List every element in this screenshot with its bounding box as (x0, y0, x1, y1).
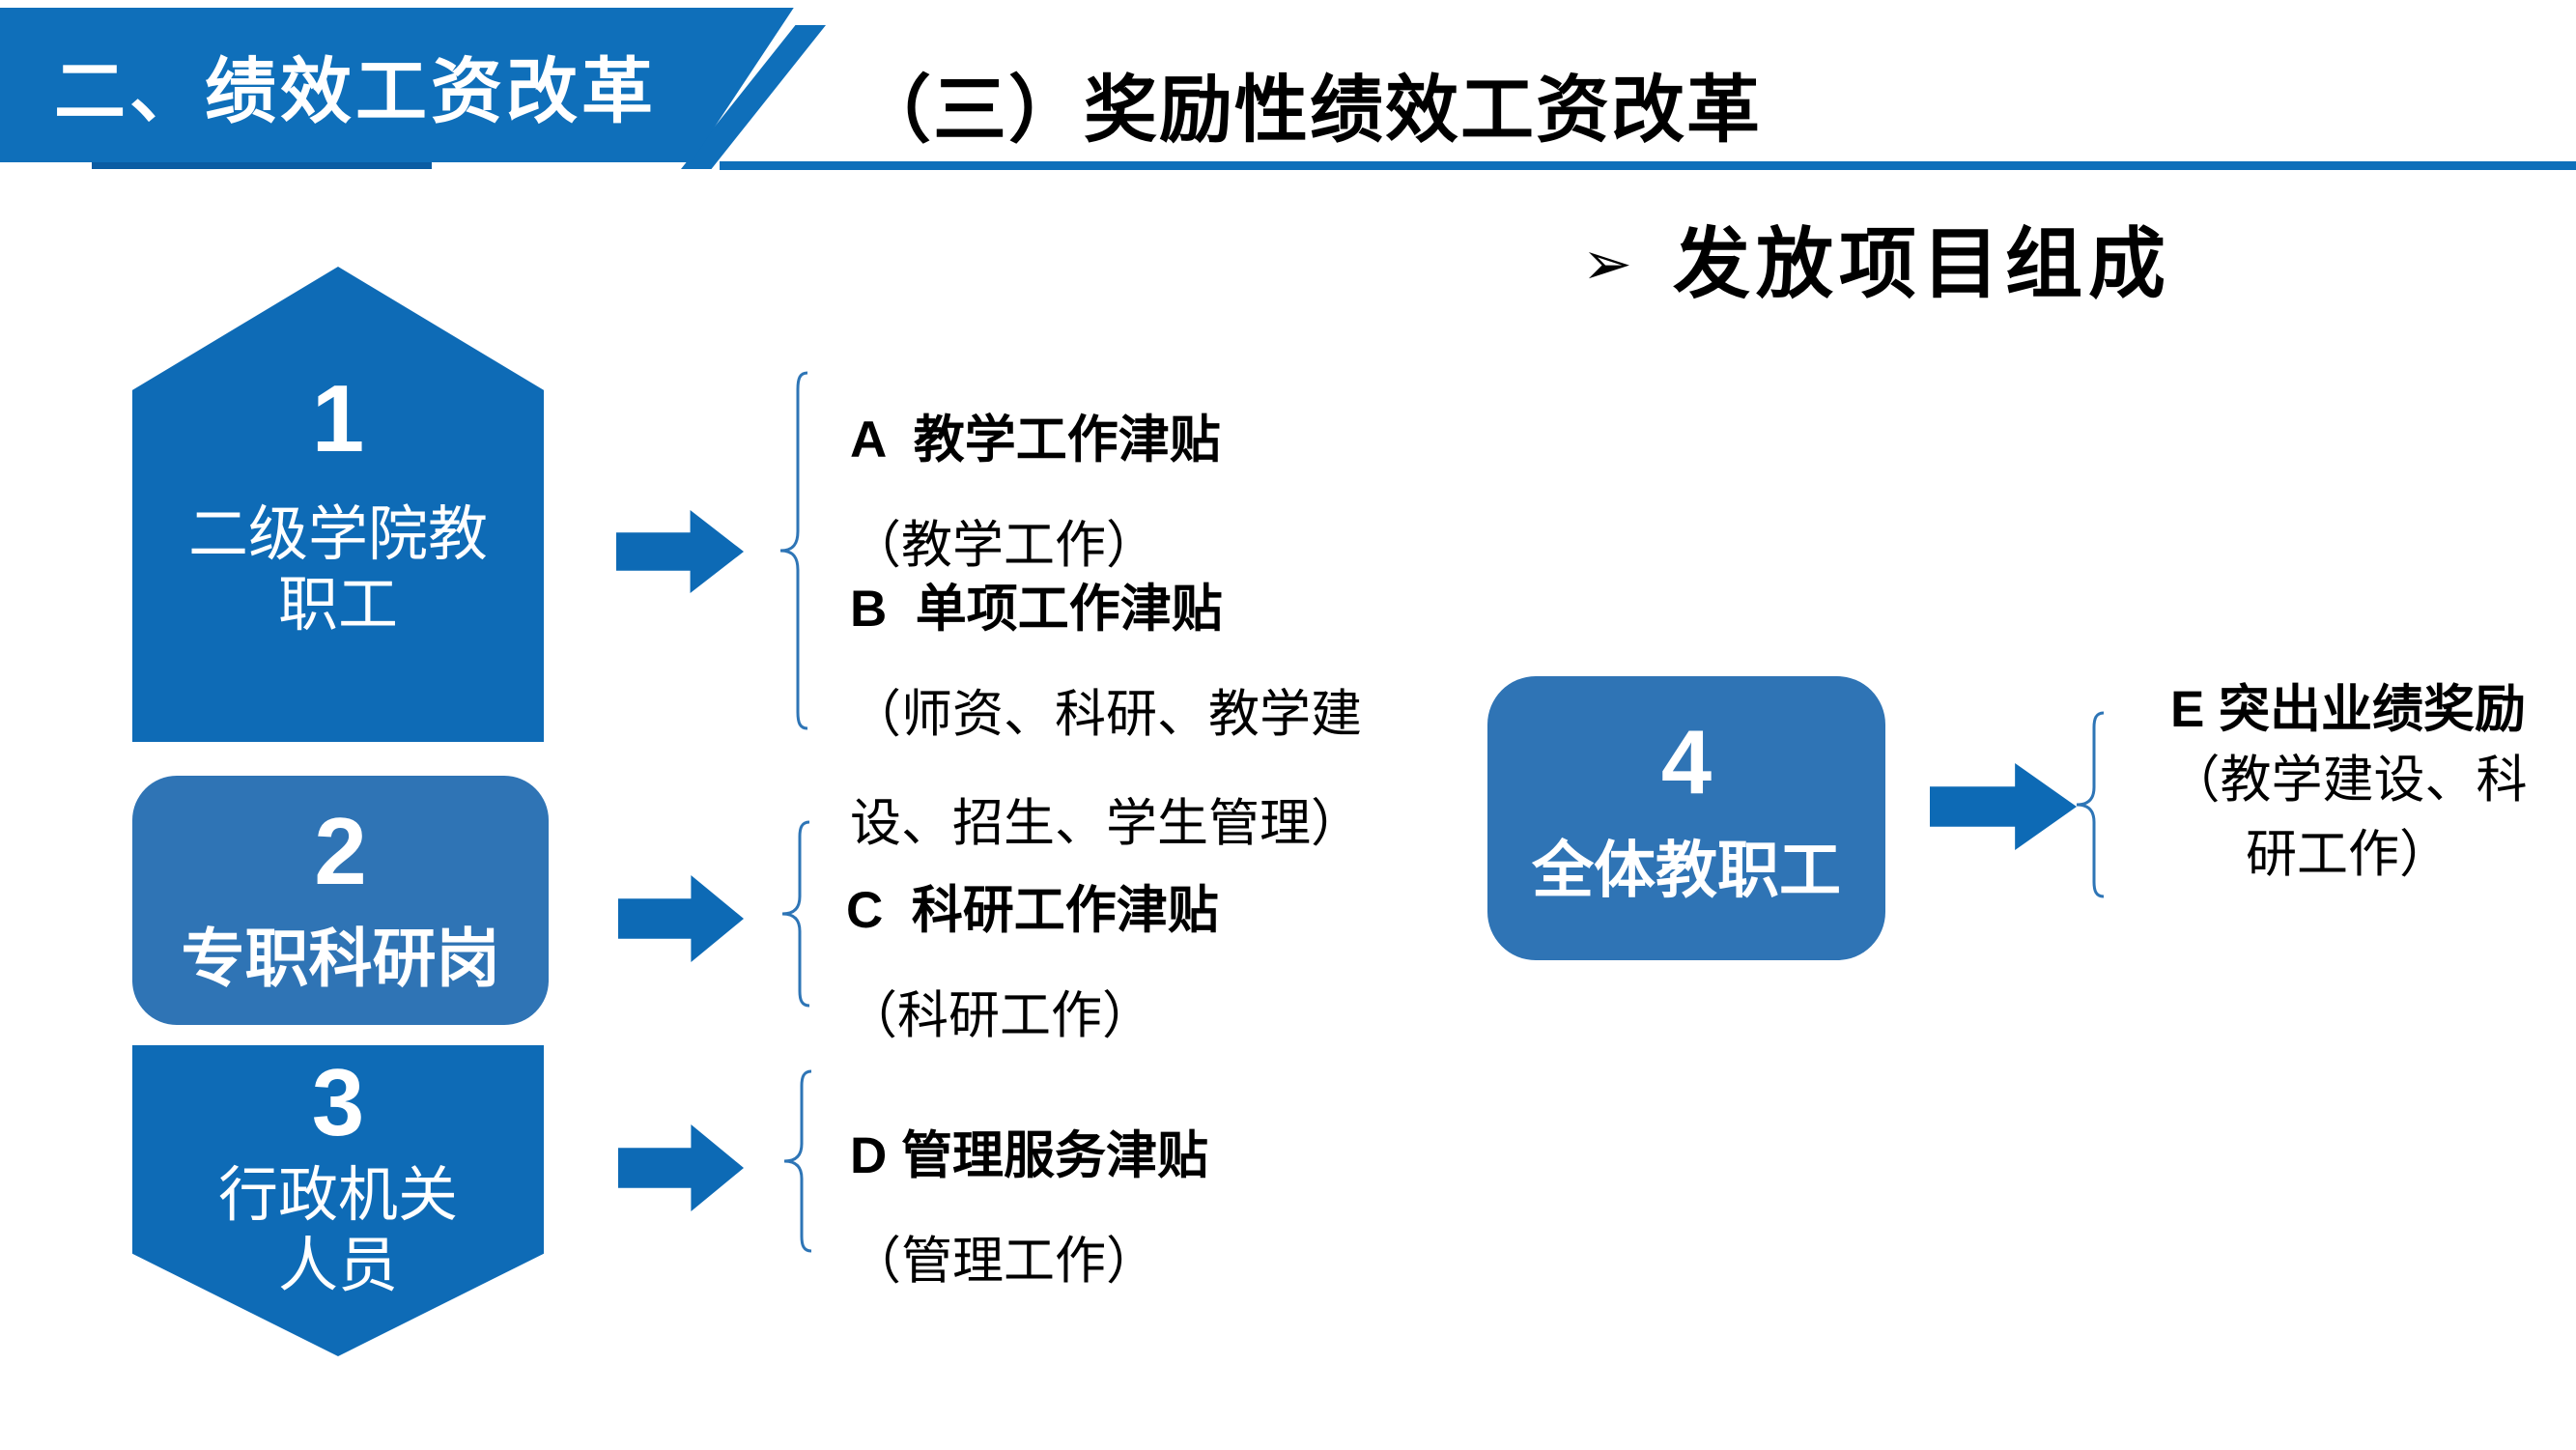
node-1-label-line1: 二级学院教 (187, 501, 488, 568)
item-d-title: D 管理服务津贴 (850, 1127, 1208, 1184)
item-c-title: C 科研工作津贴 (846, 882, 1219, 939)
item-e-sub2: 研工作） (2246, 825, 2450, 883)
arrow-right-icon-1 (616, 510, 744, 593)
arrow-right-icon-4 (1930, 763, 2077, 850)
brace-icon-ab (779, 371, 808, 730)
node-1-staff-of-colleges: 1 二级学院教 职工 (132, 267, 544, 742)
node-4-label: 全体教职工 (1532, 835, 1841, 905)
item-d: D 管理服务津贴 （管理工作） (850, 1088, 1208, 1334)
node-3-label-line1: 行政机关 (217, 1162, 458, 1229)
node-3-admin-staff: 3 行政机关 人员 (132, 1045, 544, 1356)
brace-icon-d (783, 1069, 812, 1253)
item-b-sub1: （师资、科研、教学建 (850, 685, 1362, 743)
node-3-number: 3 (311, 1049, 365, 1155)
page-title: （三）奖励性绩效工资改革 (858, 70, 1762, 152)
heading: ➢ 发放项目组成 (1582, 226, 2171, 303)
item-b-title: B 单项工作津贴 (850, 581, 1223, 638)
chevron-bullet-icon: ➢ (1582, 231, 1632, 298)
node-2-number: 2 (314, 798, 367, 905)
arrow-right-icon-2 (618, 875, 744, 962)
item-c-sub: （科研工作） (846, 986, 1153, 1044)
node-1-number: 1 (311, 365, 365, 471)
brace-icon-e (2076, 711, 2105, 898)
item-b-sub2: 设、招生、学生管理） (850, 794, 1362, 852)
item-e: E 突出业绩奖励 （教学建设、科 研工作） (2121, 676, 2575, 893)
node-2-label: 专职科研岗 (181, 923, 500, 995)
item-e-sub1: （教学建设、科 (2168, 751, 2528, 809)
title-underline (720, 161, 2576, 170)
item-e-title: E 突出业绩奖励 (2169, 681, 2527, 738)
node-2-research-positions: 2 专职科研岗 (132, 776, 549, 1025)
banner-shadow (92, 158, 432, 169)
item-c: C 科研工作津贴 （科研工作） (846, 842, 1219, 1089)
node-3-label-line2: 人员 (277, 1232, 398, 1299)
heading-text: 发放项目组成 (1672, 221, 2171, 307)
node-4-all-staff: 4 全体教职工 (1487, 676, 1885, 960)
node-1-label-line2: 职工 (277, 571, 398, 639)
banner-title: 二、绩效工资改革 (54, 50, 657, 131)
node-4-number: 4 (1660, 710, 1713, 812)
item-a: A 教学工作津贴 （教学工作） (850, 372, 1221, 618)
item-a-sub: （教学工作） (850, 516, 1157, 574)
section-banner: 二、绩效工资改革 (0, 8, 794, 162)
item-b: B 单项工作津贴 （师资、科研、教学建 设、招生、学生管理） (850, 541, 1362, 896)
arrow-right-icon-3 (618, 1124, 744, 1211)
brace-icon-c (781, 820, 810, 1008)
item-d-sub: （管理工作） (850, 1232, 1157, 1290)
item-a-title: A 教学工作津贴 (850, 412, 1221, 469)
